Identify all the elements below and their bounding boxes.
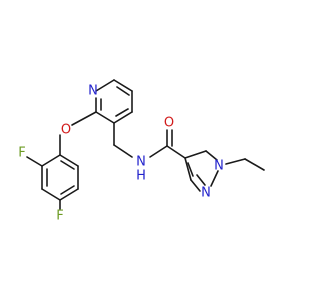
pyrazole-ring — [184, 150, 219, 192]
molecule-canvas: N O F F N H O N N — [18, 79, 265, 224]
bond — [187, 162, 194, 177]
difluorophenyl-ring — [41, 154, 79, 201]
fluorine-label-bottom: F — [56, 209, 63, 224]
bond — [59, 154, 79, 167]
bond — [26, 156, 43, 167]
bond — [166, 145, 186, 159]
amide-hydrogen-label: H — [136, 169, 146, 184]
pyridine-ring — [95, 79, 133, 124]
bond — [113, 79, 133, 92]
amide-oxygen-label: O — [164, 116, 174, 131]
bond — [95, 111, 115, 124]
bond — [115, 108, 129, 117]
bond — [205, 150, 218, 161]
bond — [60, 185, 75, 195]
bond — [59, 188, 79, 201]
bond — [244, 158, 265, 171]
pyrazole-n1-label: N — [214, 159, 224, 174]
pyrazole-n2-label: N — [201, 186, 211, 201]
bond — [71, 111, 97, 126]
bond — [95, 79, 115, 92]
bond — [210, 170, 219, 187]
fluorine-label-top: F — [18, 146, 25, 161]
bond — [41, 154, 61, 167]
bond — [149, 145, 168, 158]
structure-diagram: N O F F N H O N N — [18, 79, 265, 224]
bond — [113, 111, 133, 124]
bond — [184, 157, 192, 181]
ether-oxygen-label: O — [61, 123, 71, 138]
pyridine-nitrogen-label: N — [88, 84, 98, 99]
bond — [113, 144, 133, 158]
bond — [60, 160, 75, 170]
amide-nitrogen-label: N — [136, 155, 146, 170]
bond — [116, 86, 130, 96]
bond — [190, 179, 201, 192]
bond — [225, 158, 246, 165]
bond — [184, 150, 207, 159]
bond — [41, 188, 61, 201]
bond — [196, 174, 206, 186]
